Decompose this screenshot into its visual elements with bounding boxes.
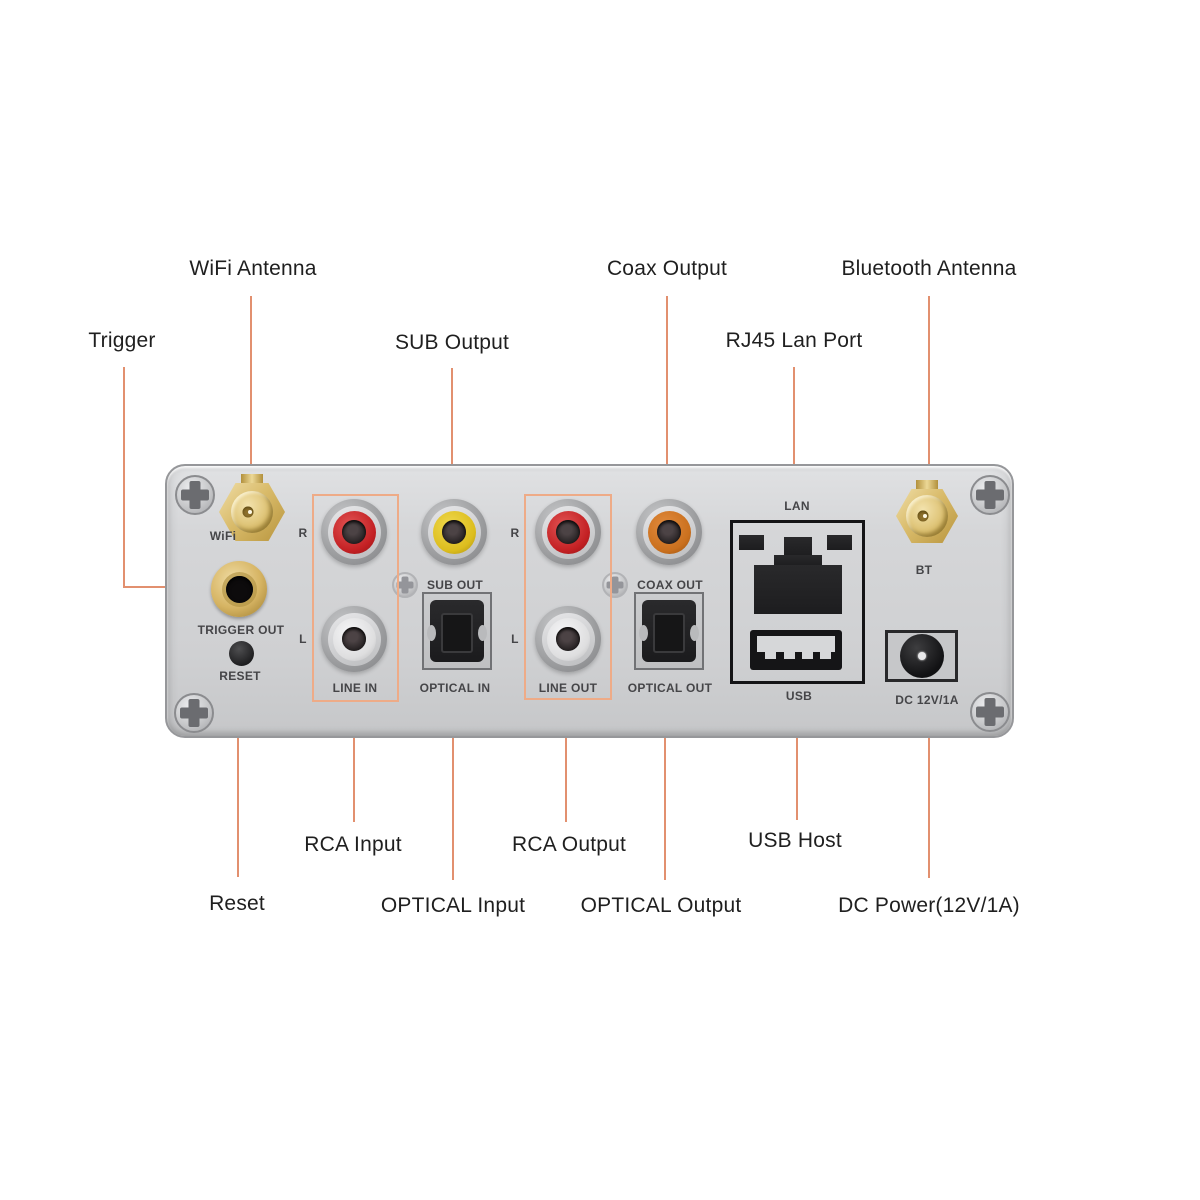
screw-icon xyxy=(602,572,628,598)
leader-line-optical-output xyxy=(664,690,666,880)
wifi-port-label: WiFi xyxy=(209,529,237,543)
screw-icon xyxy=(970,692,1010,732)
device-rear-panel: WiFi TRIGGER OUT RESET R L LINE IN SUB O… xyxy=(165,464,1014,738)
sub-out-label: SUB OUT xyxy=(426,578,484,592)
wifi-antenna-connector xyxy=(219,474,285,541)
callout-sub-output: SUB Output xyxy=(394,331,510,354)
leader-line-rca-input xyxy=(353,703,355,822)
optical-out-port xyxy=(634,592,704,670)
leader-line-sub xyxy=(451,368,453,518)
line-in-label: LINE IN xyxy=(332,681,378,695)
callout-optical-input: OPTICAL Input xyxy=(380,894,526,917)
rca-jack-sub-out xyxy=(421,499,487,565)
rj45-port xyxy=(784,537,812,557)
callout-rca-output: RCA Output xyxy=(511,833,627,856)
trigger-out-label: TRIGGER OUT xyxy=(197,623,285,637)
leader-line-coax xyxy=(666,296,668,516)
line-in-group-box xyxy=(312,494,399,702)
leader-line-rj45 xyxy=(793,367,795,540)
coax-out-label: COAX OUT xyxy=(637,578,703,592)
callout-wifi-antenna: WiFi Antenna xyxy=(189,257,317,280)
rca-jack-output-left xyxy=(535,606,601,672)
leader-line-rca-output xyxy=(565,701,567,822)
line-in-l-label: L xyxy=(299,632,307,646)
lan-label: LAN xyxy=(784,499,810,513)
rj45-port xyxy=(827,535,852,550)
leader-line-bt xyxy=(928,296,930,510)
rj45-port xyxy=(774,555,822,567)
rca-jack-input-left xyxy=(321,606,387,672)
leader-line-optical-input xyxy=(452,670,454,880)
bt-port-label: BT xyxy=(915,563,933,577)
reset-button xyxy=(229,641,254,666)
usb-port xyxy=(750,630,842,670)
callout-dc-power: DC Power(12V/1A) xyxy=(838,894,1020,917)
lan-usb-box xyxy=(730,520,865,684)
dc-label: DC 12V/1A xyxy=(895,693,959,707)
leader-line-trigger-vertical xyxy=(123,367,125,588)
dc-power-jack xyxy=(885,630,958,682)
callout-coax-output: Coax Output xyxy=(606,257,728,280)
callout-optical-output: OPTICAL Output xyxy=(580,894,742,917)
callout-bluetooth-antenna: Bluetooth Antenna xyxy=(841,257,1017,280)
reset-label: RESET xyxy=(219,669,261,683)
rca-jack-input-right xyxy=(321,499,387,565)
screw-icon xyxy=(175,475,215,515)
screw-icon xyxy=(392,572,418,598)
rca-jack-coax-out xyxy=(636,499,702,565)
trigger-out-jack xyxy=(211,561,267,617)
rj45-port xyxy=(754,565,842,614)
usb-label: USB xyxy=(785,689,813,703)
line-out-label: LINE OUT xyxy=(538,681,598,695)
leader-line-usb xyxy=(796,658,798,820)
leader-line-dc xyxy=(928,680,930,878)
leader-line-reset xyxy=(237,663,239,877)
screw-icon xyxy=(970,475,1010,515)
callout-rj45-lan-port: RJ45 Lan Port xyxy=(725,329,863,352)
leader-line-wifi xyxy=(250,296,252,506)
optical-in-port xyxy=(422,592,492,670)
line-out-group-box xyxy=(524,494,612,700)
callout-reset: Reset xyxy=(209,892,265,915)
rca-jack-output-right xyxy=(535,499,601,565)
optical-out-label: OPTICAL OUT xyxy=(627,681,713,695)
line-out-l-label: L xyxy=(511,632,519,646)
line-out-r-label: R xyxy=(510,526,520,540)
callout-rca-input: RCA Input xyxy=(304,833,402,856)
callout-trigger: Trigger xyxy=(88,329,156,352)
callout-usb-host: USB Host xyxy=(748,829,842,852)
rj45-port xyxy=(739,535,764,550)
optical-in-label: OPTICAL IN xyxy=(419,681,491,695)
screw-icon xyxy=(174,693,214,733)
line-in-r-label: R xyxy=(298,526,308,540)
bluetooth-antenna-connector xyxy=(896,480,958,543)
